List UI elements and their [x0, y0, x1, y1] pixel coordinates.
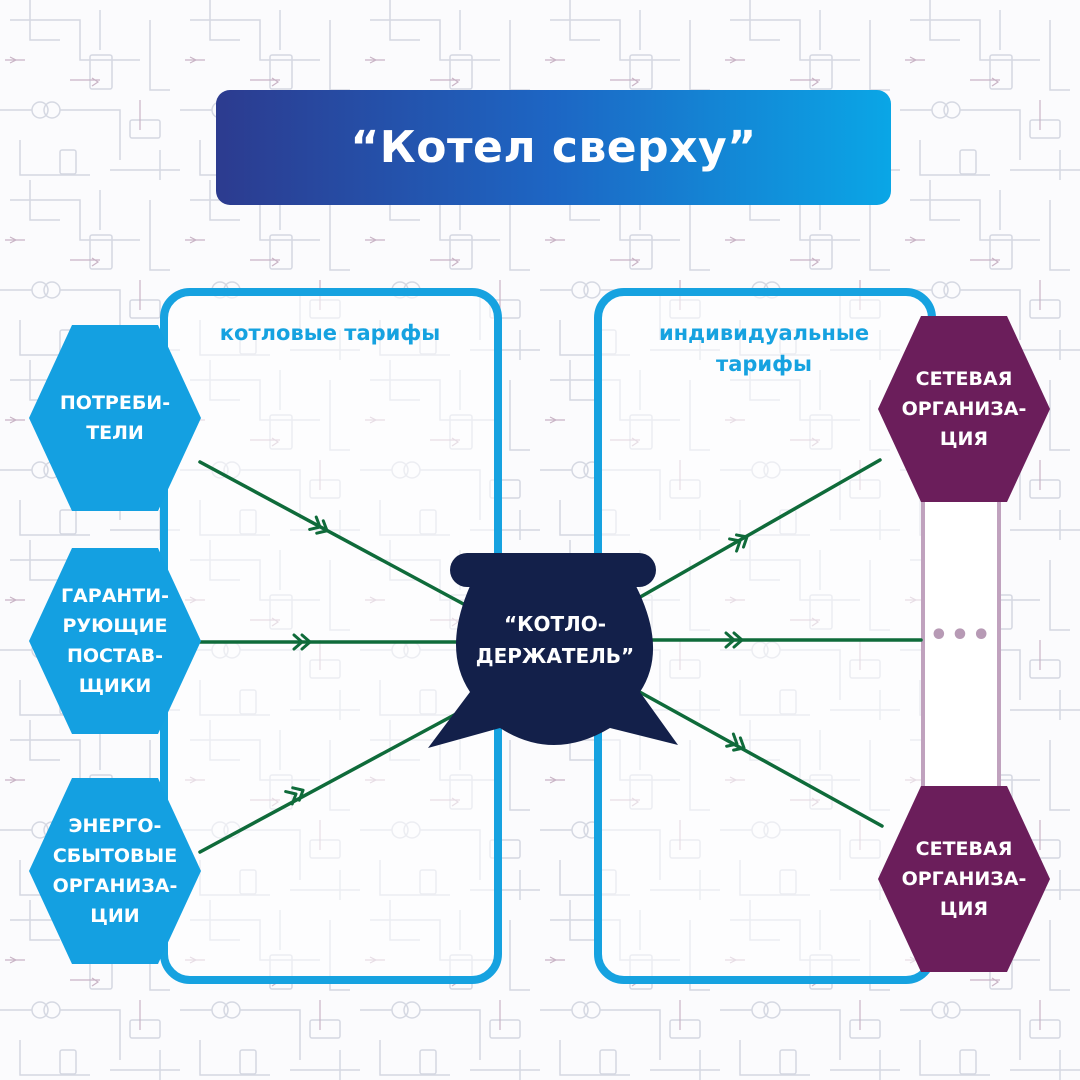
pot-body	[428, 586, 678, 748]
label-individual-tariffs: индивидуальные тарифы	[658, 321, 870, 376]
chevron-consumers	[308, 515, 329, 535]
chevron-guarantee	[292, 633, 312, 651]
chevron-connector	[724, 631, 744, 649]
node-grid-org-bottom: СЕТЕВАЯ ОРГАНИЗА- ЦИЯ	[878, 786, 1050, 972]
node-grid-org-top-label: СЕТЕВАЯ ОРГАНИЗА- ЦИЯ	[901, 368, 1027, 450]
chevron-grid-bottom	[725, 732, 746, 752]
arrow-pot-to-grid-top	[626, 458, 882, 606]
node-grid-org-top: СЕТЕВАЯ ОРГАНИЗА- ЦИЯ	[878, 316, 1050, 502]
diagram-title: “Котел сверху”	[350, 122, 757, 173]
node-retail-companies: ЭНЕРГО- СБЫТОВЫЕ ОРГАНИЗА- ЦИИ	[29, 778, 201, 964]
arrow-pot-to-grid-bottom	[634, 688, 884, 828]
node-consumers: ПОТРЕБИ- ТЕЛИ	[29, 325, 201, 511]
node-consumers-label: ПОТРЕБИ- ТЕЛИ	[59, 392, 171, 444]
pot-rim	[450, 553, 656, 587]
node-guaranteeing-suppliers: ГАРАНТИ- РУЮЩИЕ ПОСТАВ- ЩИКИ	[29, 548, 201, 734]
pot-holder-label: “КОТЛО- ДЕРЖАТЕЛЬ”	[475, 612, 635, 668]
node-grid-org-bottom-label: СЕТЕВАЯ ОРГАНИЗА- ЦИЯ	[901, 838, 1027, 920]
chevron-grid-top	[728, 533, 749, 553]
label-pot-tariffs: котловые тарифы	[219, 321, 441, 345]
title-banner: “Котел сверху”	[216, 90, 891, 205]
node-retail-companies-label: ЭНЕРГО- СБЫТОВЫЕ ОРГАНИЗА- ЦИИ	[52, 815, 178, 927]
chevron-retail	[284, 786, 305, 806]
arrow-consumers-to-pot	[198, 460, 484, 616]
arrow-retail-to-pot	[198, 698, 484, 854]
node-guaranteeing-suppliers-label: ГАРАНТИ- РУЮЩИЕ ПОСТАВ- ЩИКИ	[60, 585, 170, 697]
pot-icon	[428, 553, 678, 748]
ellipsis-indicator: •••	[929, 617, 993, 653]
